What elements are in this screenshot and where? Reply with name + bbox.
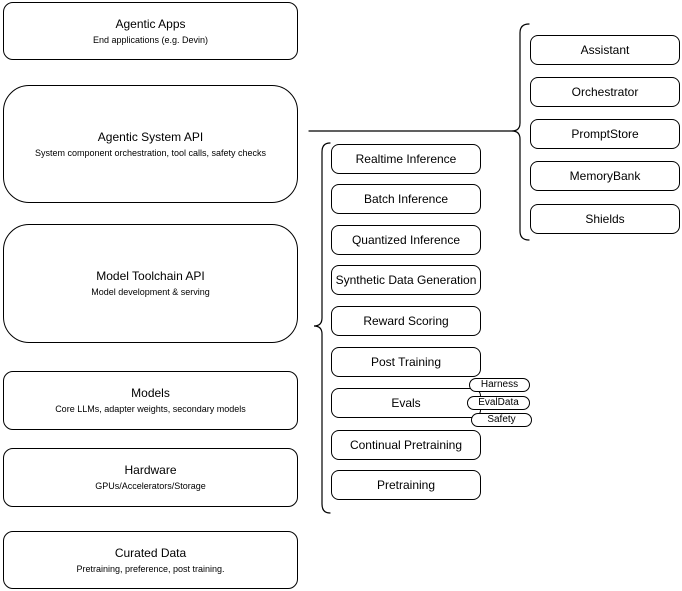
tag-safety: Safety <box>471 413 532 427</box>
tag-evaldata: EvalData <box>467 396 530 410</box>
tag-label: Harness <box>480 379 519 390</box>
node-pretraining: Pretraining <box>331 470 481 500</box>
node-label: Reward Scoring <box>363 314 449 328</box>
node-models: Models Core LLMs, adapter weights, secon… <box>3 371 298 430</box>
node-promptstore: PromptStore <box>530 119 680 149</box>
node-label: Shields <box>585 212 625 226</box>
system-components-brace <box>511 23 530 241</box>
node-title: Hardware <box>124 463 177 477</box>
node-label: Realtime Inference <box>355 152 457 166</box>
node-curated-data: Curated Data Pretraining, preference, po… <box>3 531 298 589</box>
tag-label: Safety <box>487 414 516 425</box>
node-title: Curated Data <box>114 545 187 560</box>
node-label: MemoryBank <box>569 169 641 183</box>
node-label: Orchestrator <box>571 85 639 99</box>
node-title: Model Toolchain API <box>96 269 205 283</box>
node-agentic-system-api: Agentic System API System component orch… <box>3 85 298 203</box>
node-subtitle: Pretraining, preference, post training. <box>76 563 225 574</box>
node-label: Pretraining <box>376 478 436 492</box>
node-assistant: Assistant <box>530 35 680 65</box>
node-label: Assistant <box>580 43 630 57</box>
node-label: Post Training <box>370 355 442 369</box>
node-label: Synthetic Data Generation <box>335 273 477 287</box>
node-title: Models <box>131 386 170 400</box>
node-memorybank: MemoryBank <box>530 161 680 191</box>
node-agentic-apps: Agentic Apps End applications (e.g. Devi… <box>3 2 298 60</box>
node-orchestrator: Orchestrator <box>530 77 680 107</box>
node-subtitle: End applications (e.g. Devin) <box>92 34 209 45</box>
toolchain-brace <box>313 142 331 514</box>
node-subtitle: System component orchestration, tool cal… <box>34 147 267 158</box>
node-subtitle: GPUs/Accelerators/Storage <box>95 481 206 491</box>
node-title: Agentic System API <box>97 129 204 144</box>
node-label: Continual Pretraining <box>349 438 463 452</box>
node-post-training: Post Training <box>331 347 481 377</box>
tag-label: EvalData <box>478 397 519 408</box>
node-title: Agentic Apps <box>115 16 186 31</box>
node-label: PromptStore <box>571 127 639 141</box>
node-batch-inference: Batch Inference <box>331 184 481 214</box>
node-reward-scoring: Reward Scoring <box>331 306 481 336</box>
node-synthetic-data-generation: Synthetic Data Generation <box>331 265 481 295</box>
node-model-toolchain-api: Model Toolchain API Model development & … <box>3 224 298 343</box>
node-realtime-inference: Realtime Inference <box>331 144 481 174</box>
node-label: Quantized Inference <box>351 233 461 247</box>
node-label: Batch Inference <box>363 192 449 206</box>
node-continual-pretraining: Continual Pretraining <box>331 430 481 460</box>
tag-harness: Harness <box>469 378 530 392</box>
node-hardware: Hardware GPUs/Accelerators/Storage <box>3 448 298 507</box>
node-evals: Evals <box>331 388 481 418</box>
node-quantized-inference: Quantized Inference <box>331 225 481 255</box>
node-subtitle: Core LLMs, adapter weights, secondary mo… <box>55 404 246 414</box>
node-label: Evals <box>391 396 421 410</box>
node-shields: Shields <box>530 204 680 234</box>
node-subtitle: Model development & serving <box>91 287 210 297</box>
